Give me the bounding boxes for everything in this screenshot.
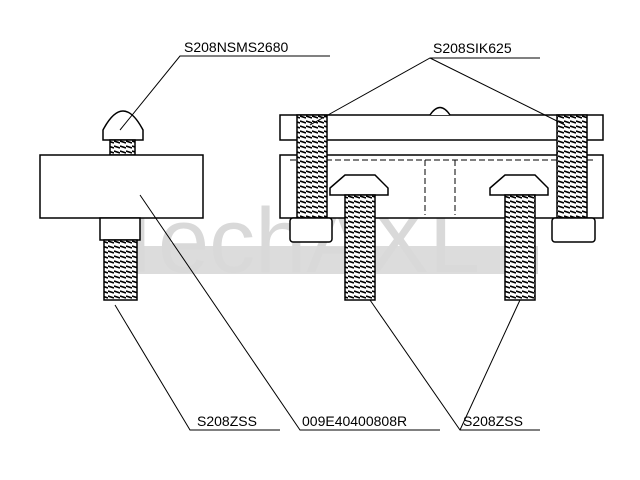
label-socket-screws: S208SIK625 — [433, 40, 512, 56]
socket-screw-left-thread — [296, 114, 328, 219]
collar — [99, 217, 141, 241]
cap-nut — [102, 110, 144, 141]
flange-nut-left — [329, 174, 389, 196]
left-assembly — [39, 110, 204, 301]
stud-right-thread — [504, 194, 536, 301]
label-stud-left: S208ZSS — [197, 413, 257, 429]
label-studs-right: S208ZSS — [463, 413, 523, 429]
stud-left-thread — [344, 194, 376, 301]
socket-screw-left-head — [289, 217, 333, 243]
block — [39, 154, 204, 219]
flange-nut-right — [489, 174, 549, 196]
stud-lower-thread — [103, 239, 138, 301]
label-nut: S208NSMS2680 — [184, 39, 289, 55]
stud-upper-thread — [109, 139, 136, 156]
right-assembly — [279, 106, 604, 301]
leader-lines — [114, 55, 566, 431]
lower-plate — [279, 154, 604, 219]
socket-screw-right-thread — [556, 114, 588, 219]
top-plate — [279, 114, 604, 141]
socket-screw-right-head — [551, 217, 596, 243]
label-block: 009E40400808R — [302, 413, 407, 429]
